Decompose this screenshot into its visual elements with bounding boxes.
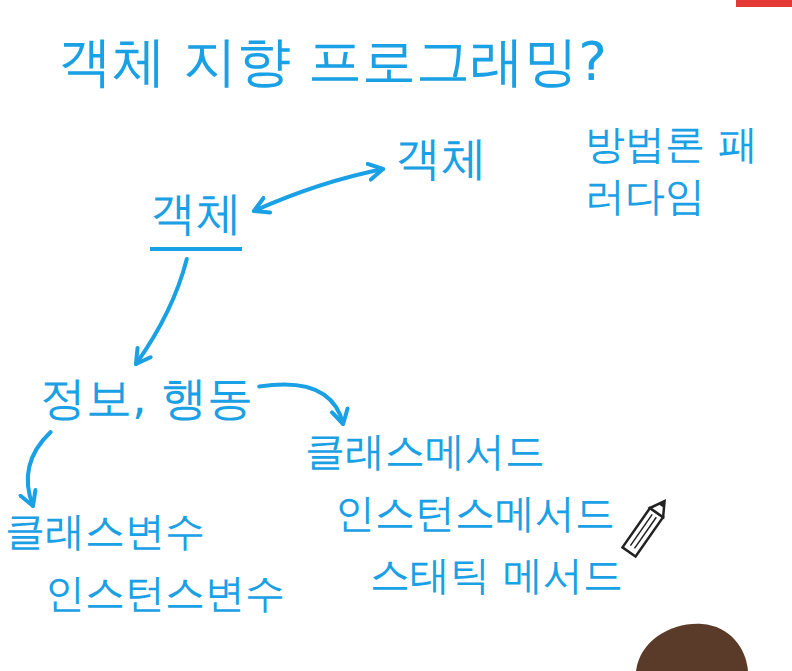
arrow-connector [259,384,343,424]
text-node: 객체 [150,183,242,251]
text-node: 객체 [395,128,487,190]
node-text: 방법론 패러다임 [585,118,785,222]
node-text: 클래스메서드 [305,420,623,482]
node-text: 인스턴스변수 [45,562,285,624]
node-text: 인스턴스메서드 [335,482,623,544]
arrow-connector [28,432,51,506]
node-text: 스태틱 메서드 [370,544,623,606]
arrow-connector [136,259,187,364]
red-bar [736,0,792,7]
presenter-head [636,624,748,671]
pencil-cursor [622,497,671,557]
node-text: 객체 [395,128,487,190]
node-text: 클래스변수 [5,500,285,562]
arrow-connector [254,169,383,211]
node-text: 객체 [150,183,242,251]
text-node: 클래스메서드인스턴스메서드스태틱 메서드 [305,420,623,606]
text-node: 클래스변수인스턴스변수 [5,500,285,624]
diagram-title: 객체 지향 프로그래밍? [58,26,607,99]
text-node: 방법론 패러다임 [585,118,785,222]
text-node: 정보, 행동 [40,368,253,430]
node-text: 정보, 행동 [40,368,253,430]
